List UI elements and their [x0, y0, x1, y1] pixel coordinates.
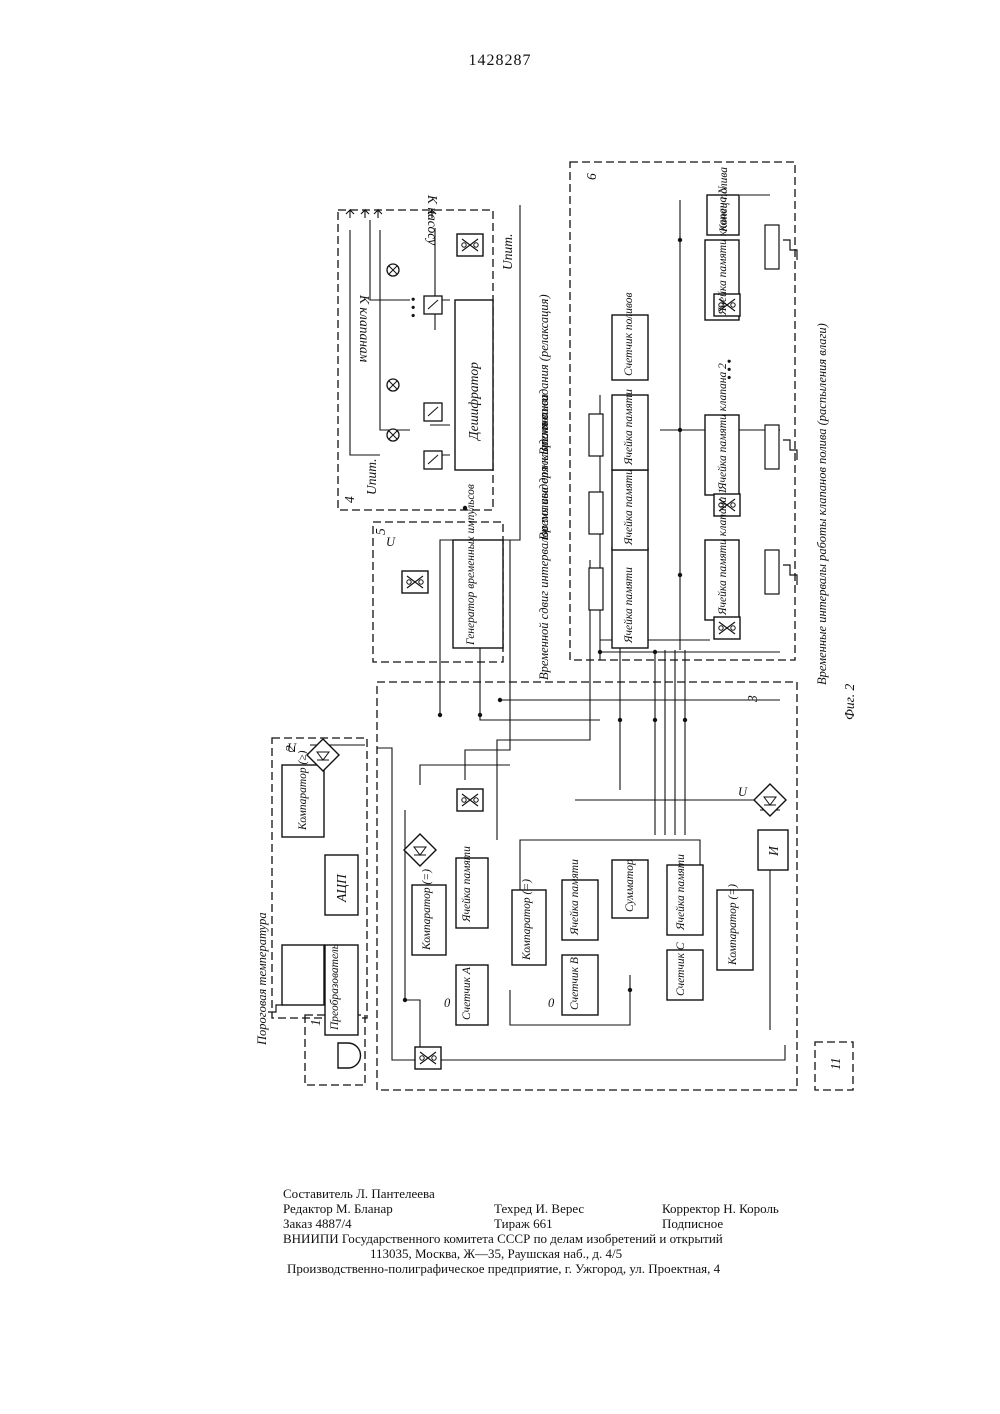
- address: 113035, Москва, Ж—35, Раушская наб., д. …: [370, 1246, 622, 1262]
- circulation: Тираж 661: [494, 1216, 553, 1232]
- relay-icon-2: [424, 403, 442, 421]
- threshold-temp-label: Пороговая температура: [255, 912, 269, 1046]
- corrector: Корректор Н. Король: [662, 1201, 779, 1217]
- block-number-1: 1: [308, 1019, 323, 1026]
- valve-memory-1-label: Ячейка памяти клапана 1: [716, 488, 729, 616]
- valve-element-3a: [457, 789, 483, 811]
- memory-a-label: Ячейка памяти: [460, 846, 473, 923]
- memory-cell-1-label: Ячейка памяти: [622, 567, 635, 644]
- generator-box: [453, 540, 503, 648]
- comparator-b-label: Компаратор (=): [521, 879, 533, 961]
- valve-element-v1: [714, 617, 740, 639]
- diode-element-3a: [404, 834, 436, 866]
- and-gate-label: И: [766, 845, 781, 857]
- valve-element-3b: [415, 1047, 441, 1069]
- end-watering-label: Конец полива: [718, 167, 730, 233]
- block-number-3: 3: [745, 695, 760, 703]
- to-valves-label: К клапанам: [357, 294, 372, 363]
- figure-caption: Фиг. 2: [842, 684, 857, 720]
- generator-label: Генератор временных импульсов: [465, 484, 477, 646]
- to-pump-label: К насосу: [425, 194, 440, 245]
- block-number-11: 11: [828, 1058, 843, 1071]
- block-number-2: 2: [283, 745, 298, 752]
- editor: Редактор М. Бланар: [283, 1201, 393, 1217]
- compiler: Составитель Л. Пантелеева: [283, 1186, 435, 1202]
- u-pit-label-b: Uпит.: [364, 458, 379, 495]
- sensor-icon: [338, 1043, 361, 1068]
- converter-label: Преобразователь: [329, 944, 341, 1031]
- valve-element-4: [457, 234, 483, 256]
- u-pit-label-a: Uпит.: [500, 233, 515, 270]
- memory-cell-2-label: Ячейка памяти: [622, 469, 635, 546]
- block-number-6: 6: [584, 173, 599, 180]
- zero-label-a: 0: [444, 996, 451, 1010]
- relay-icon-n: [424, 296, 442, 314]
- decoder-label: Дешифратор: [466, 362, 481, 442]
- valve-memory-2-label: Ячейка памяти клапана 2: [716, 363, 729, 491]
- adder-label: Сумматор: [624, 859, 636, 912]
- counter-polivov-label: Счетчик поливов: [623, 293, 635, 376]
- comparator-ge-label: Компаратор (≥): [297, 750, 309, 831]
- organization: ВНИИПИ Государственного комитета СССР по…: [283, 1231, 723, 1247]
- counter-b-label: Счетчик B: [569, 957, 581, 1010]
- valve-element-5: [402, 571, 428, 593]
- valve-intervals-annotation: Временные интервалы работы клапанов поли…: [815, 323, 829, 685]
- threshold-temp-box: [282, 945, 324, 1005]
- diode-element-3b: [754, 784, 786, 816]
- printer: Производственно-полиграфическое предприя…: [287, 1261, 720, 1277]
- block-number-5: 5: [373, 528, 388, 535]
- memory-c-label: Ячейка памяти: [674, 854, 687, 931]
- relay-icon-1: [424, 451, 442, 469]
- counter-c-label: Счетчик C: [675, 942, 687, 996]
- u-label-3: U: [738, 785, 748, 799]
- lamp-icon-n: [387, 264, 399, 276]
- zero-label-b: 0: [548, 996, 555, 1010]
- techred: Техред И. Верес: [494, 1201, 584, 1217]
- memory-cell-3-label: Ячейка памяти: [622, 389, 635, 466]
- lamp-icon-2: [387, 379, 399, 391]
- subscription: Подписное: [662, 1216, 723, 1232]
- adc-label: АЦП: [334, 873, 349, 903]
- counter-a-label: Счетчик A: [461, 966, 473, 1020]
- block-number-4: 4: [342, 496, 357, 503]
- comparator-c-label: Компаратор (=): [727, 884, 739, 966]
- comparator-a-label: Компаратор (=): [421, 869, 433, 951]
- dots-valves: • • •: [722, 359, 737, 380]
- wait-time-annotation: Время ожидания (релаксация): [537, 294, 551, 455]
- dots-decoder: • • •: [406, 297, 421, 318]
- block-6-frame: [570, 162, 795, 660]
- lamp-icon-1: [387, 429, 399, 441]
- memory-b-label: Ячейка памяти: [568, 859, 581, 936]
- order: Заказ 4887/4: [283, 1216, 352, 1232]
- u-label-5: U: [386, 535, 396, 549]
